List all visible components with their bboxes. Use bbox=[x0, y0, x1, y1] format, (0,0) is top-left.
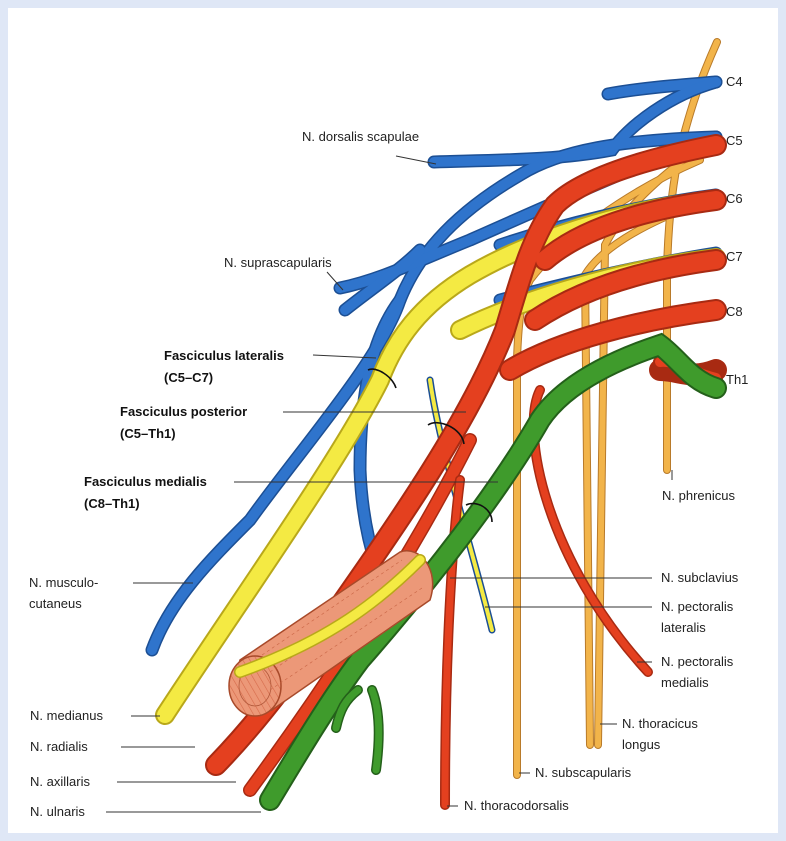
label-pectoralis-medialis-2: medialis bbox=[661, 675, 709, 690]
label-dorsalis-scapulae: N. dorsalis scapulae bbox=[302, 129, 419, 144]
muscle-overlay-nerves bbox=[234, 554, 426, 678]
illustration-canvas: C4 C5 C6 C7 C8 Th1 N. dorsalis scapulae … bbox=[8, 8, 778, 833]
label-phrenicus: N. phrenicus bbox=[662, 488, 735, 503]
label-fasciculus-medialis-range: (C8–Th1) bbox=[84, 496, 140, 511]
label-musculocutaneus-1: N. musculo- bbox=[29, 575, 98, 590]
label-radialis: N. radialis bbox=[30, 739, 88, 754]
label-musculocutaneus-2: cutaneus bbox=[29, 596, 82, 611]
root-label-th1: Th1 bbox=[726, 372, 748, 387]
root-label-c7: C7 bbox=[726, 249, 743, 264]
label-fasciculus-lateralis: Fasciculus lateralis bbox=[164, 348, 284, 363]
label-thoracicus-longus-2: longus bbox=[622, 737, 661, 752]
label-thoracodorsalis: N. thoracodorsalis bbox=[464, 798, 569, 813]
label-ulnaris: N. ulnaris bbox=[30, 804, 85, 819]
label-pectoralis-medialis-1: N. pectoralis bbox=[661, 654, 734, 669]
subscapularis-nerve bbox=[514, 157, 703, 778]
labels: C4 C5 C6 C7 C8 Th1 N. dorsalis scapulae … bbox=[29, 74, 748, 819]
label-medianus: N. medianus bbox=[30, 708, 103, 723]
label-subclavius: N. subclavius bbox=[661, 570, 739, 585]
label-axillaris: N. axillaris bbox=[30, 774, 90, 789]
thoracodorsalis-nerve bbox=[441, 476, 464, 809]
label-fasciculus-posterior-range: (C5–Th1) bbox=[120, 426, 176, 441]
leader-lines bbox=[106, 155, 673, 813]
label-pectoralis-lateralis-1: N. pectoralis bbox=[661, 599, 734, 614]
root-label-c8: C8 bbox=[726, 304, 743, 319]
brachial-plexus-diagram: C4 C5 C6 C7 C8 Th1 N. dorsalis scapulae … bbox=[29, 38, 748, 819]
label-subscapularis: N. subscapularis bbox=[535, 765, 632, 780]
label-fasciculus-posterior: Fasciculus posterior bbox=[120, 404, 247, 419]
root-label-c6: C6 bbox=[726, 191, 743, 206]
label-suprascapularis: N. suprascapularis bbox=[224, 255, 332, 270]
label-pectoralis-lateralis-2: lateralis bbox=[661, 620, 706, 635]
root-label-c5: C5 bbox=[726, 133, 743, 148]
label-fasciculus-lateralis-range: (C5–C7) bbox=[164, 370, 213, 385]
loop-markers bbox=[367, 368, 493, 523]
label-thoracicus-longus-1: N. thoracicus bbox=[622, 716, 698, 731]
green-medial-cord bbox=[259, 332, 727, 811]
root-label-c4: C4 bbox=[726, 74, 743, 89]
label-fasciculus-medialis: Fasciculus medialis bbox=[84, 474, 207, 489]
ulnaris-nerve bbox=[261, 334, 725, 809]
